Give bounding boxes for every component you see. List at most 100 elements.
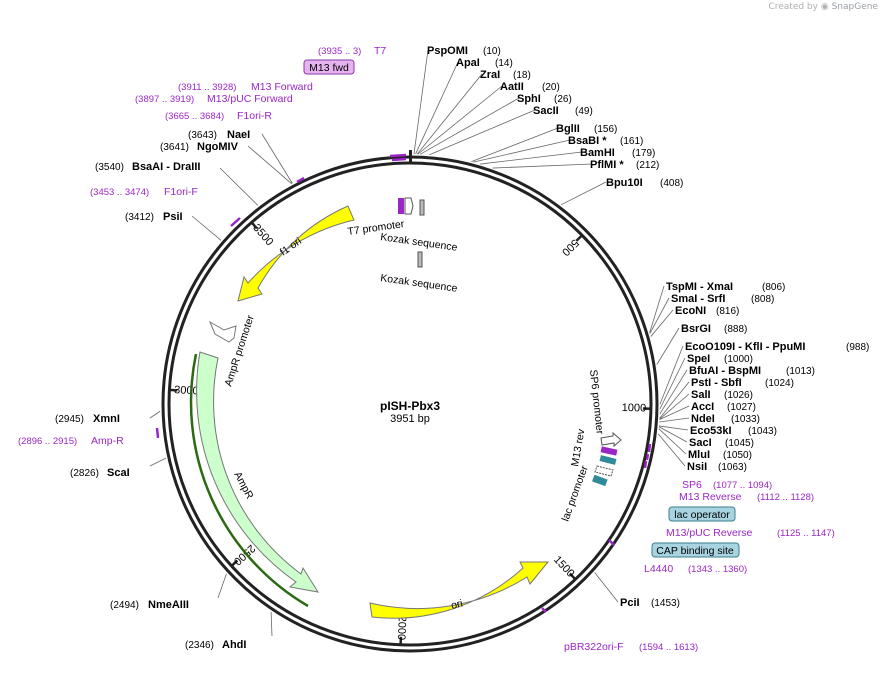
primer-labels: (3935 .. 3)T7 (3911 .. 3928)M13 Forward … [18, 45, 835, 653]
enzyme-leader [480, 151, 583, 165]
enzyme-pos: (2494) [110, 600, 139, 611]
enzyme-name: PsiI [163, 211, 183, 223]
enzyme-name: SmaI - SrfI [671, 293, 725, 305]
enzyme-pos: (1453) [651, 598, 680, 609]
primer-range: (3453 .. 3474) [90, 187, 149, 198]
credit-brand: SnapGene [831, 2, 878, 12]
enzyme-leader [149, 457, 167, 467]
enzyme-pos: (212) [636, 160, 659, 171]
primer-range: (1112 .. 1128) [757, 492, 814, 503]
lac-promoter-feature [594, 465, 614, 477]
primer-mark-puc [643, 460, 648, 469]
enzyme-pos: (179) [632, 148, 655, 159]
m13-fwd-box [303, 59, 355, 75]
enzyme-name: Eco53kI [690, 425, 732, 437]
enzyme-name: NsiI [687, 461, 707, 473]
ori-feature [369, 561, 550, 619]
enzyme-name: NaeI [227, 129, 250, 141]
tick-mark [230, 559, 239, 567]
snapgene-icon: ◉ [820, 2, 829, 12]
kozak-feature-2 [419, 199, 425, 216]
lac-promoter-label: lac promoter [560, 464, 591, 523]
primer-range: (3935 .. 3) [318, 46, 361, 57]
enzyme-name: Bpu10I [606, 177, 643, 189]
primer-name: F1ori-F [164, 186, 198, 198]
enzyme-name: ScaI [107, 467, 130, 479]
enzyme-leader [420, 97, 520, 155]
m13-rev-feature [600, 446, 618, 456]
enzyme-name: ZraI [480, 69, 500, 81]
enzyme-name: NmeAIII [148, 599, 189, 611]
primer-name: M13 Reverse [679, 491, 742, 503]
ampr-promoter-feature [208, 320, 237, 343]
enzyme-leader [416, 73, 483, 155]
enzyme-name: SpeI [687, 353, 710, 365]
enzyme-name: PflMI * [590, 159, 624, 171]
enzyme-name: NgoMIV [197, 141, 239, 153]
enzyme-leader [191, 215, 222, 241]
enzyme-leader [247, 145, 292, 185]
enzyme-name: AccI [691, 401, 714, 413]
enzyme-leader [658, 426, 688, 443]
primer-range: (1594 .. 1613) [639, 642, 698, 653]
kozak-label-1: Kozak sequence [380, 231, 459, 254]
enzyme-leader [594, 572, 619, 603]
enzyme-pos: (408) [660, 178, 683, 189]
enzyme-leader [560, 181, 607, 206]
primer-name: M13/pUC Forward [207, 93, 293, 105]
ori-label: ori [450, 597, 464, 611]
enzyme-pos: (1050) [723, 450, 752, 461]
primer-name: pBR322ori-F [564, 641, 624, 653]
enzyme-name: MluI [688, 449, 710, 461]
ampr-primer-arc [189, 353, 309, 608]
enzyme-pos: (1045) [725, 438, 754, 449]
enzyme-pos: (156) [594, 124, 617, 135]
enzyme-pos: (20) [542, 82, 560, 93]
enzyme-name: AatII [500, 81, 524, 93]
primer-range: (1343 .. 1360) [688, 564, 747, 575]
enzyme-pos: (26) [554, 94, 572, 105]
enzyme-name: TspMI - XmaI [666, 281, 733, 293]
m13-fwd-text: M13 fwd [309, 62, 349, 74]
enzyme-name: SacI [689, 437, 712, 449]
enzyme-pos: (3540) [95, 162, 124, 173]
enzyme-name: ApaI [456, 57, 480, 69]
primer-name: M13/pUC Reverse [666, 527, 753, 539]
tick-label: 1000 [622, 402, 647, 414]
enzyme-leader [415, 61, 459, 155]
enzyme-leader [413, 49, 429, 155]
primer-name: SP6 [682, 479, 702, 491]
primer-mark-l4440 [608, 539, 615, 546]
leader-lines [149, 49, 690, 637]
kozak-label-2: Kozak sequence [380, 272, 459, 295]
enzyme-leader [659, 369, 688, 415]
primer-range: (3897 .. 3919) [135, 94, 194, 105]
enzyme-name: PciI [620, 597, 640, 609]
plasmid-name: pISH-Pbx3 [380, 399, 440, 413]
m13-rev-label: M13 rev [569, 427, 588, 467]
enzyme-leader [656, 327, 680, 365]
enzyme-leader [492, 163, 593, 169]
primer-mark-sp6 [647, 443, 652, 453]
enzyme-leader [659, 345, 684, 405]
enzyme-pos: (3643) [188, 130, 217, 141]
lac-operator-text: lac operator [674, 509, 730, 521]
enzyme-name: SalI [691, 389, 711, 401]
enzyme-pos: (2945) [55, 414, 84, 425]
enzyme-name: SphI [517, 93, 541, 105]
tick-label: 3000 [174, 384, 199, 397]
enzyme-leader [473, 139, 571, 163]
enzyme-name: BamHI [580, 147, 615, 159]
tick-mark [575, 234, 583, 242]
enzyme-leader [261, 133, 293, 184]
credit-text: Created by [768, 2, 818, 12]
ampr-feature [196, 351, 320, 593]
enzyme-pos: (1043) [748, 426, 777, 437]
enzyme-leader [270, 611, 273, 637]
enzyme-name: BsrGI [681, 323, 711, 335]
enzyme-name: BsaBI * [568, 135, 607, 147]
cap-site-box [651, 542, 740, 558]
primer-marks [155, 153, 652, 613]
enzyme-pos: (10) [483, 46, 501, 57]
